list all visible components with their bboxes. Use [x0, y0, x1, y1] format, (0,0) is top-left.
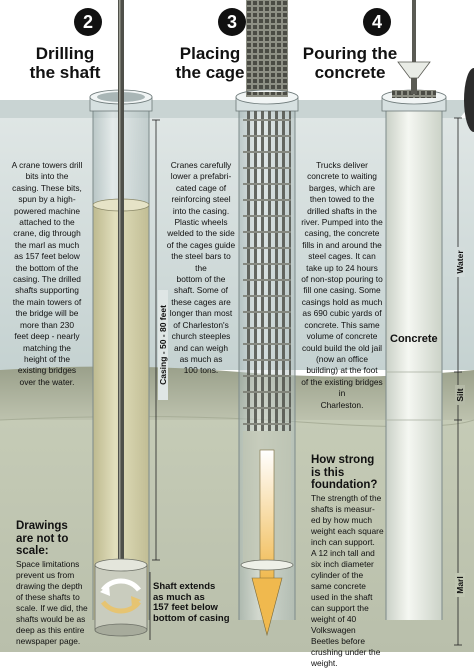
concrete-label: Concrete [390, 333, 438, 345]
casing-dimension [152, 119, 160, 561]
step-number-3: 3 [218, 8, 246, 36]
drilling-shaft [89, 0, 153, 637]
step-title-cage: Placing the cage [175, 44, 245, 82]
concrete-shaft [381, 0, 447, 620]
foundation-diagram [0, 0, 474, 652]
strength-heading: How strong is this foundation? [311, 454, 378, 491]
marl-label: Marl [455, 573, 465, 597]
drawings-note-heading: Drawings are not to scale: [16, 520, 69, 557]
silt-label: Silt [455, 385, 465, 405]
step-title-concrete: Pouring the concrete [302, 44, 398, 82]
water-label: Water [455, 247, 465, 277]
step-number-2: 2 [74, 8, 102, 36]
barge-edge [464, 68, 474, 132]
cage-shaft [235, 0, 299, 637]
step-title-drilling: Drilling the shaft [29, 44, 101, 82]
strata-scale [454, 117, 462, 646]
step-number-4: 4 [363, 8, 391, 36]
casing-label: Casing - 50 - 80 feet [158, 290, 168, 400]
